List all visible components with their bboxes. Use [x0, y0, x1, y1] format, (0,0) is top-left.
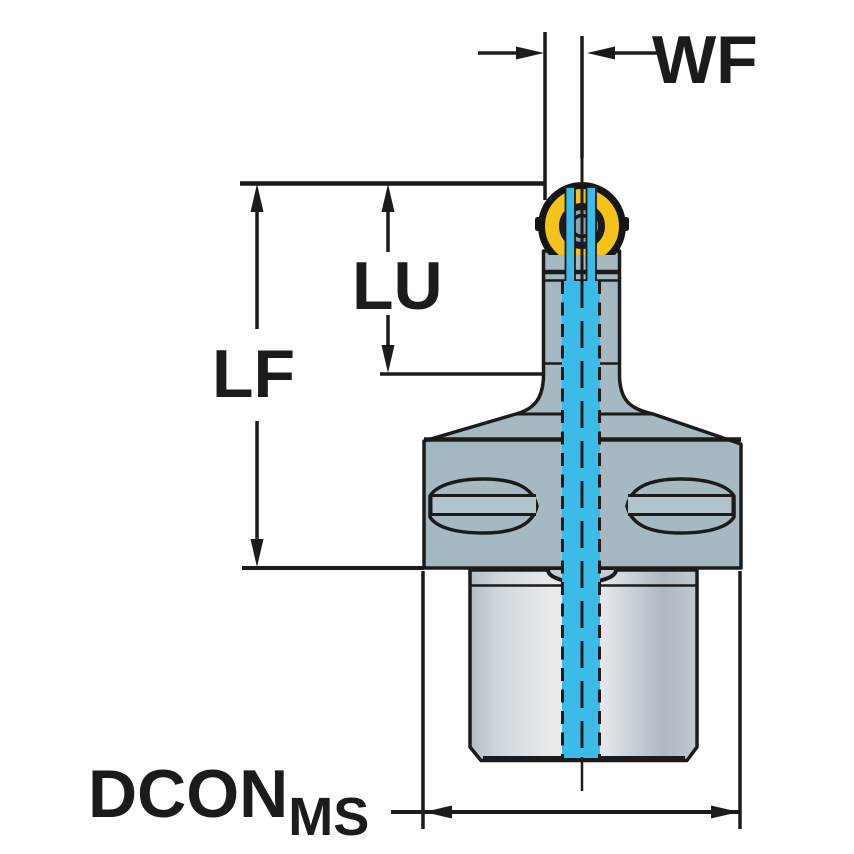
- insert-left-nub: [535, 217, 541, 231]
- lu-arrow-up: [381, 184, 395, 212]
- label-dcon-subscript: MS: [288, 787, 370, 847]
- dcon-arrow-left: [424, 805, 452, 819]
- label-dcon-main: DCON: [88, 756, 289, 832]
- label-lf: LF: [212, 336, 296, 412]
- label-wf: WF: [652, 22, 758, 98]
- right-wrench-slot-border: [628, 494, 735, 516]
- lf-arrow-down: [250, 539, 264, 567]
- wf-arrow-left: [587, 46, 615, 60]
- label-lu: LU: [352, 248, 443, 324]
- coolant-upper-line-left: [564, 186, 576, 283]
- dcon-arrow-right: [711, 805, 739, 819]
- left-wrench-slot: [431, 496, 536, 514]
- label-dcon-ms: DCON MS: [88, 760, 369, 844]
- insert-right-nub: [623, 217, 629, 231]
- lf-arrow-up: [250, 184, 264, 212]
- coolant-upper-line-right: [585, 186, 597, 283]
- right-wrench-slot: [628, 496, 733, 514]
- lu-arrow-down: [381, 345, 395, 373]
- left-wrench-slot-border: [429, 494, 536, 516]
- coolant-channel: [562, 281, 600, 758]
- wf-arrow-right: [516, 46, 544, 60]
